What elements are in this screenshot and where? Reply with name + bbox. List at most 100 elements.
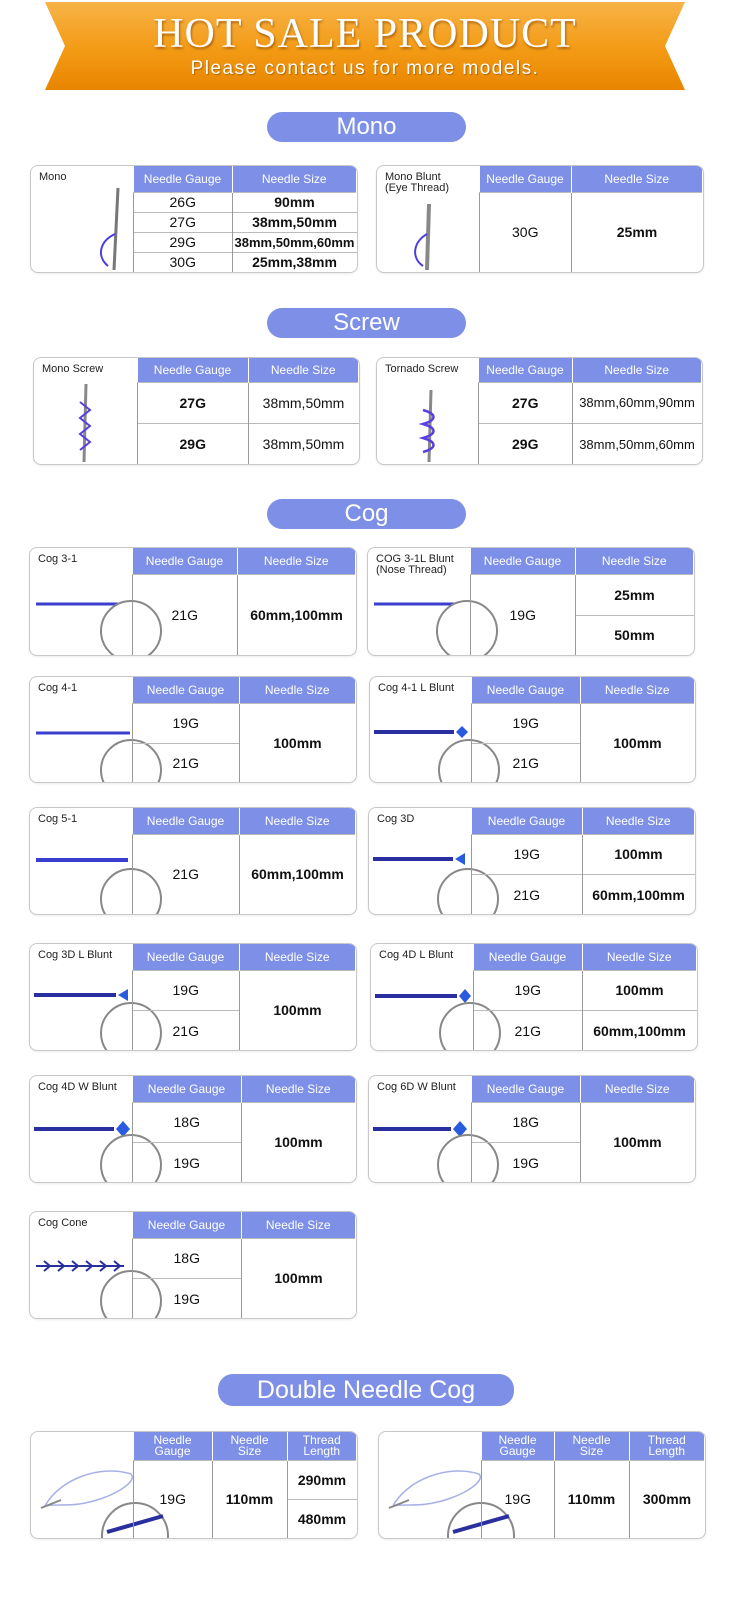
product-label: Tornado Screw (385, 363, 459, 375)
size-header: Needle Size (582, 808, 695, 834)
gauge-cell: 21G (132, 833, 239, 914)
gauge-cell: 27G (137, 381, 248, 424)
size-header: Needle Size (248, 358, 359, 382)
double-needle-loop-image (40, 1470, 134, 1509)
product-label: Cog 4-1 L Blunt (378, 682, 455, 694)
size-header: Needle Size (239, 944, 356, 970)
mono-blunt-needle-image (414, 203, 431, 271)
gauge-cell: 29G (137, 423, 248, 464)
gauge-cell: 19G (471, 1142, 580, 1182)
gauge-cell: 29G (133, 231, 232, 253)
size-cell: 38mm,60mm,90mm (571, 381, 702, 424)
cog-thread-image (34, 989, 128, 1001)
gauge-cell: 18G (132, 1237, 241, 1279)
banner-title: HOT SALE PRODUCT (153, 11, 577, 57)
gauge-header: Needle Gauge (132, 808, 240, 834)
gauge-cell: 21G (471, 874, 582, 914)
size-header: Needle Size (582, 944, 697, 970)
product-label: Cog 5-1 (38, 813, 78, 825)
product-label: Cog 4D W Blunt (38, 1081, 117, 1093)
gauge-cell: 19G (471, 833, 582, 875)
product-card-cog-3-1l-blunt: COG 3-1L Blunt(Nose Thread) Needle Gauge… (367, 547, 695, 656)
size-cell: 38mm,50mm (247, 381, 359, 424)
size-cell: 100mm (579, 1101, 695, 1182)
gauge-cell: 29G (478, 423, 572, 464)
gauge-cell: 27G (478, 381, 572, 424)
product-label: Cog 3-1 (38, 553, 78, 565)
cog-thread-image (34, 1121, 130, 1137)
cog-thread-image (36, 858, 128, 862)
size-cell: 38mm,50mm,60mm (231, 231, 357, 253)
section-title-mono: Mono (267, 112, 466, 142)
gauge-cell: 21G (473, 1010, 582, 1050)
gauge-cell: 30G (479, 191, 571, 272)
size-cell: 50mm (574, 614, 694, 655)
section-title-double-needle-cog: Double Needle Cog (218, 1374, 514, 1406)
size-header: Needle Size (575, 548, 694, 574)
product-label: Mono Screw (42, 363, 104, 375)
size-cell: 100mm (581, 969, 697, 1011)
size-cell: 60mm,100mm (581, 1010, 697, 1050)
size-cell: 100mm (238, 702, 356, 782)
gauge-cell: 19G (133, 1459, 212, 1538)
product-label: Cog Cone (38, 1217, 88, 1229)
gauge-cell: 19G (470, 573, 575, 655)
gauge-cell: 19G (132, 1142, 241, 1182)
gauge-cell: 21G (132, 1010, 239, 1050)
size-cell: 110mm (211, 1459, 287, 1538)
mono-thread-needle-image (99, 187, 120, 271)
size-cell: 90mm (231, 191, 357, 213)
size-cell: 100mm (238, 969, 356, 1050)
gauge-header: Needle Gauge (478, 358, 573, 382)
gauge-cell: 19G (132, 1278, 241, 1318)
gauge-cell: 21G (132, 573, 237, 655)
gauge-header: Needle Gauge (470, 548, 576, 574)
size-cell: 100mm (240, 1101, 356, 1182)
size-header: Needle Size (237, 548, 356, 574)
tornado-screw-needle-image (418, 389, 435, 463)
gauge-cell: 19G (132, 969, 239, 1011)
thread-length-cell: 480mm (286, 1499, 357, 1538)
size-cell: 60mm,100mm (236, 573, 356, 655)
gauge-header: Needle Gauge (133, 166, 233, 192)
size-cell: 38mm,50mm (231, 211, 357, 233)
gauge-cell: 30G (133, 251, 232, 272)
size-cell: 100mm (581, 833, 695, 875)
size-cell: 25mm (570, 191, 703, 272)
gauge-header: Needle Gauge (471, 677, 581, 703)
banner-ribbon-shape (45, 2, 685, 90)
size-cell: 100mm (240, 1237, 356, 1318)
size-cell: 110mm (553, 1459, 629, 1538)
product-label: COG 3-1L Blunt(Nose Thread) (376, 553, 454, 576)
gauge-header: Needle Gauge (132, 1212, 242, 1238)
gauge-cell: 21G (471, 742, 580, 782)
size-header: Needle Size (241, 1076, 356, 1102)
gauge-cell: 19G (471, 702, 580, 744)
product-card-tornado-screw: Tornado Screw Needle Gauge Needle Size 2… (376, 357, 703, 465)
cog-thread-image (36, 731, 130, 735)
gauge-cell: 19G (473, 969, 582, 1011)
product-card-mono-blunt: Mono Blunt(Eye Thread) Needle Gauge Need… (376, 165, 704, 273)
size-header: Needle Size (239, 808, 356, 834)
gauge-header: Needle Gauge (473, 944, 583, 970)
